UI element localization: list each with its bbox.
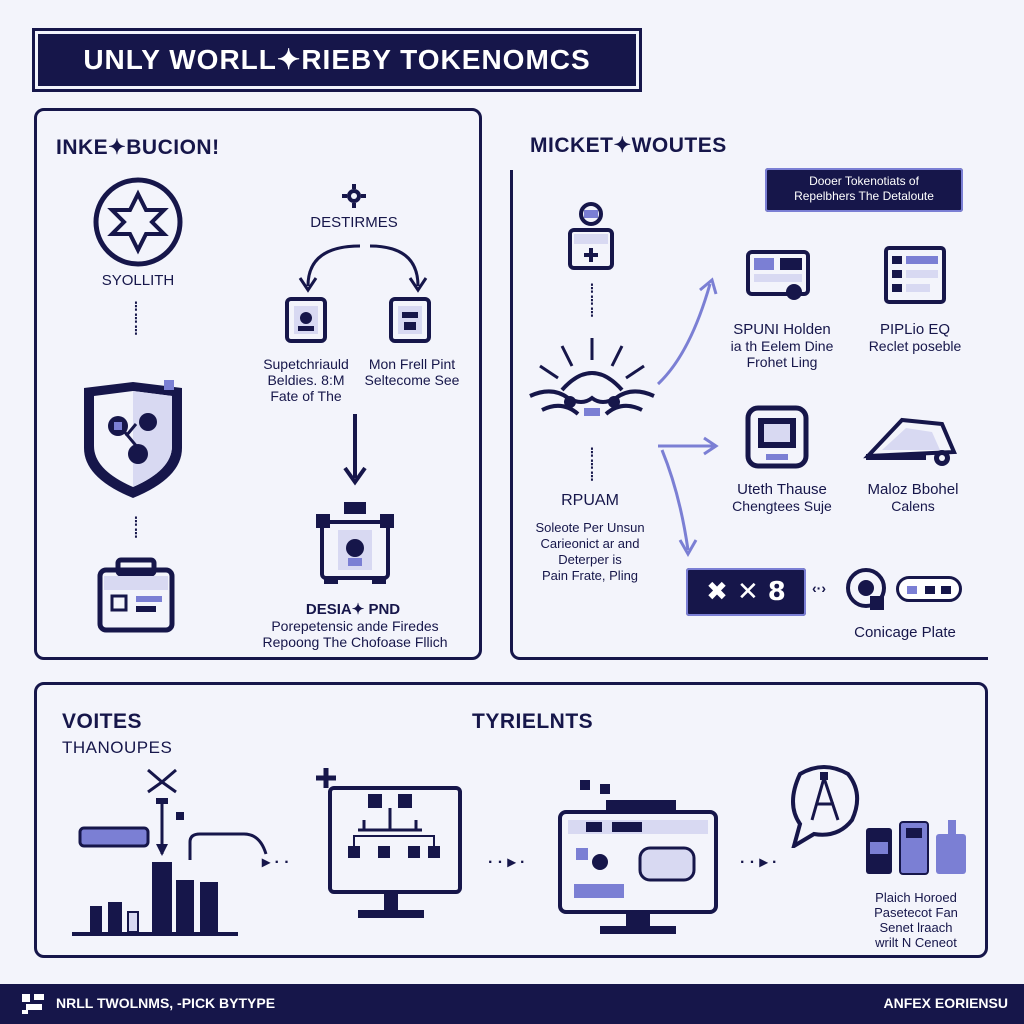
connector-dots: ⁝⁝⁝ xyxy=(589,280,595,320)
connector-dots: · · ▸ · xyxy=(740,854,778,871)
market-panel xyxy=(510,170,988,660)
list-panel-icon xyxy=(884,246,946,304)
tyrielnts-heading: TYRIELNTS xyxy=(472,710,594,733)
right-node-text: Mon Frell Pint Seltecome See xyxy=(364,356,460,388)
shield-icon xyxy=(84,380,182,498)
code-box: ✖ ✕ 8 xyxy=(686,568,806,616)
connector-dots: ▸ · · xyxy=(262,854,290,871)
connector-dots: ⁝⁝ xyxy=(133,513,139,541)
split-arrows xyxy=(298,244,428,293)
left-node-icon xyxy=(285,297,327,343)
down-arrow-icon xyxy=(343,414,367,486)
pen-sign-icon xyxy=(791,765,860,848)
left-node-text: Supetchriauld Beldies. 8:M Fate of The xyxy=(263,356,349,404)
connector-dots: ⁝⁝⁝ xyxy=(589,444,595,484)
flower-emblem-icon xyxy=(93,177,183,267)
robot-machine-icon xyxy=(316,502,394,584)
network-monitor-icon xyxy=(316,768,462,918)
rpuam-title: RPUAM xyxy=(561,492,619,509)
vehicle-icon xyxy=(863,417,957,466)
badge-icon xyxy=(846,568,886,610)
item1-text: SPUNI Holden ia th Eelem Dine Frohet Lin… xyxy=(730,321,834,371)
gear-small-icon xyxy=(342,184,366,208)
destirmes-label: DESTIRMES xyxy=(310,214,398,231)
intro-panel xyxy=(34,108,482,660)
flow-arrows xyxy=(656,277,719,558)
plaich-text: Plaich Horoed Pasetecot Fan Senet lraach… xyxy=(874,890,958,950)
connector-dots: · · ▸ · xyxy=(488,854,526,871)
connector-dots: ⁝⁝⁝ xyxy=(133,298,139,338)
conicage-plate-label: Conicage Plate xyxy=(854,624,956,641)
toggle-pill[interactable] xyxy=(896,576,962,602)
rpuam-text: Soleote Per Unsun Carieonict ar and Dete… xyxy=(535,520,645,583)
sunburst-hub-icon xyxy=(529,338,655,416)
footer-left-text: NRLL TWOLNMS, -PICK BYTYPE xyxy=(56,995,276,1011)
item2-text: PIPLio EQ Reclet poseble xyxy=(868,321,962,355)
desia-pnd-title: DESIA✦ PND xyxy=(305,601,401,618)
intro-heading: INKE✦BUCION! xyxy=(56,136,220,159)
storage-box-icon xyxy=(97,557,175,633)
market-banner: Dooer Tokenotiats of Repelbhers The Deta… xyxy=(765,168,963,212)
jars-icon xyxy=(866,820,966,875)
footer-right-text: ANFEX EORIENSU xyxy=(883,995,1008,1011)
thanoupes-subheading: THANOUPES xyxy=(62,738,173,757)
bar-chart-illustration xyxy=(72,768,268,936)
right-node-icon xyxy=(389,297,431,343)
link-arrows: ‹·› xyxy=(812,580,826,596)
desia-pnd-text: Porepetensic ande Firedes Repoong The Ch… xyxy=(262,618,448,650)
monitor-icon xyxy=(745,405,809,469)
title-banner: UNLY WORLL✦RIEBY TOKENOMCS xyxy=(32,28,642,92)
camera-device-icon xyxy=(746,250,810,300)
syollith-label: SYOLLITH xyxy=(101,272,175,289)
logo-icon xyxy=(22,994,44,1014)
market-heading: MICKET✦WOUTES xyxy=(530,134,727,157)
footer-bar: NRLL TWOLNMS, -PICK BYTYPE ANFEX EORIENS… xyxy=(0,984,1024,1024)
page-title: UNLY WORLL✦RIEBY TOKENOMCS xyxy=(83,44,591,75)
voites-heading: VOITES xyxy=(62,710,143,733)
lock-box-icon xyxy=(568,202,614,270)
item3-text: Uteth Thause Chengtees Suje xyxy=(732,481,832,515)
bottom-panel xyxy=(34,682,988,958)
item4-text: Maloz Bbohel Calens xyxy=(867,481,959,515)
dashboard-monitor-icon xyxy=(558,780,718,934)
